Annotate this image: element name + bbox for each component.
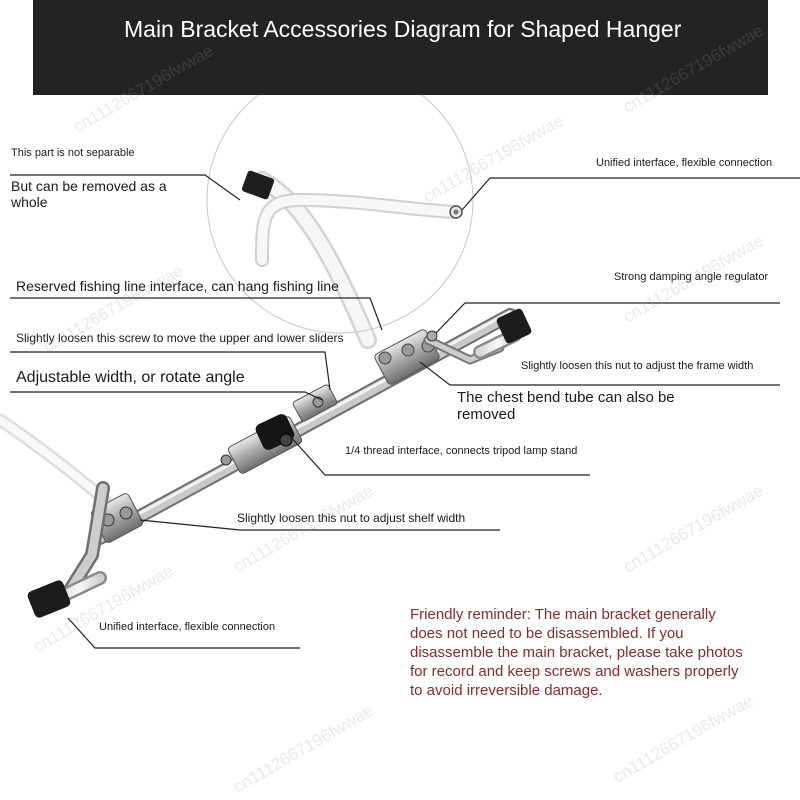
- leader-adjustable: [10, 391, 323, 401]
- leader-shelf-width: [139, 519, 500, 531]
- left-bend-arm: [27, 481, 110, 618]
- callout-lines: [10, 174, 800, 649]
- white-tubes: [0, 171, 377, 507]
- leader-not-separable: [10, 174, 241, 201]
- label-thread-interface: 1/4 thread interface, connects tripod la…: [345, 445, 578, 457]
- leader-unified-bottom: [67, 617, 300, 649]
- label-unified-top: Unified interface, flexible connection: [596, 157, 773, 169]
- leader-fishing-line: [10, 297, 383, 331]
- leader-loosen-sliders: [10, 351, 331, 391]
- left-black-cap: [27, 580, 71, 618]
- label-unified-bottom: Unified interface, flexible connection: [99, 621, 276, 633]
- right-black-cap: [496, 308, 532, 344]
- label-frame-width: Slightly loosen this nut to adjust the f…: [521, 360, 754, 372]
- label-damping-regulator: Strong damping angle regulator: [614, 271, 769, 283]
- tripod-thread-block: [220, 414, 303, 474]
- leader-damping: [435, 302, 780, 334]
- label-adjustable-width: Adjustable width, or rotate angle: [16, 369, 245, 386]
- title-bar: [33, 0, 768, 95]
- label-chest-bend-tube: The chest bend tube can also be removed: [457, 389, 675, 424]
- leader-thread: [289, 435, 590, 476]
- leader-frame-width: [419, 361, 780, 386]
- zoom-detail: [206, 66, 474, 334]
- label-fishing-line: Reserved fishing line interface, can han…: [16, 278, 339, 294]
- label-not-separable: This part is not separable: [11, 147, 135, 159]
- label-removed-whole: But can be removed as a whole: [11, 178, 167, 211]
- right-tube-end: [473, 308, 532, 359]
- zoom-clip: [241, 170, 275, 200]
- friendly-reminder: Friendly reminder: The main bracket gene…: [410, 606, 743, 699]
- slider-middle: [292, 384, 338, 422]
- leader-unified-top: [461, 177, 800, 211]
- label-loosen-sliders: Slightly loosen this screw to move the u…: [16, 331, 344, 345]
- diagram-title: Main Bracket Accessories Diagram for Sha…: [124, 16, 682, 42]
- label-shelf-width: Slightly loosen this nut to adjust shelf…: [237, 511, 466, 525]
